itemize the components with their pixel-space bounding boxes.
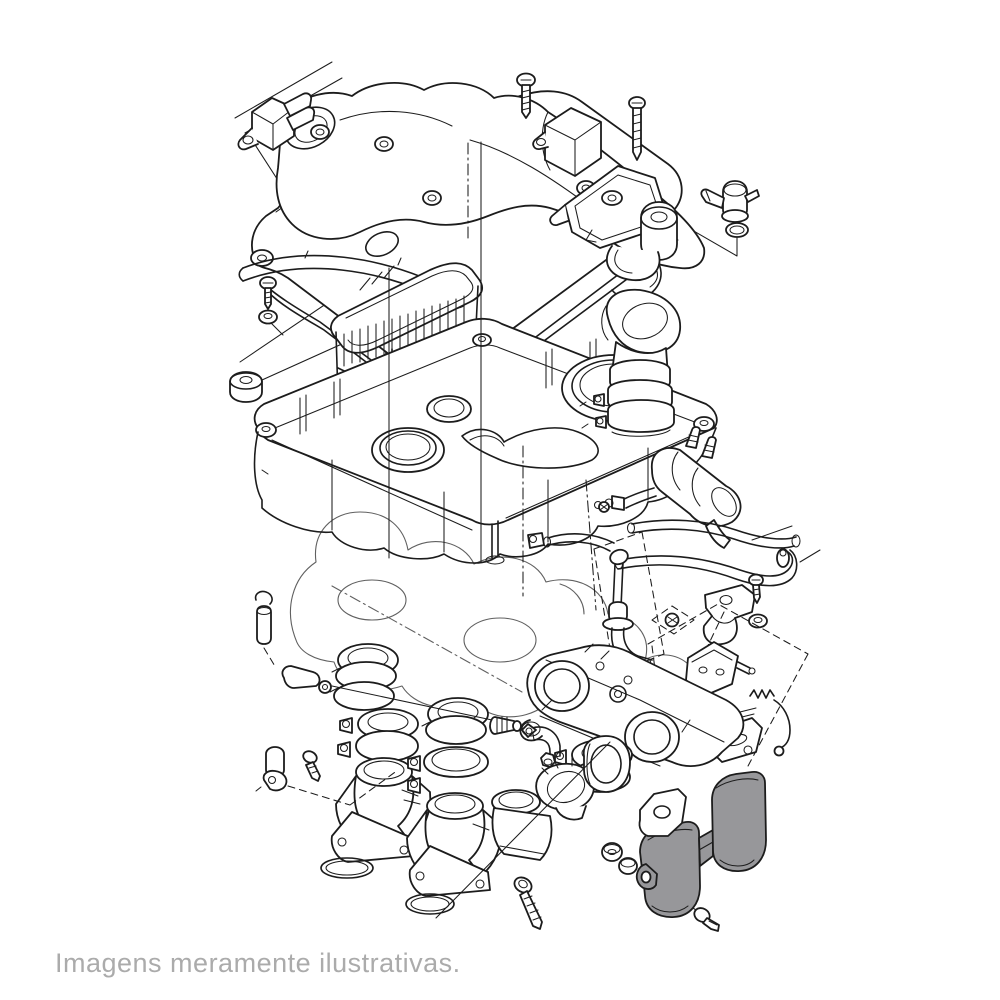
heat-shield	[601, 770, 767, 932]
screw-washer-left	[258, 276, 278, 325]
airbox-case	[253, 317, 718, 565]
long-bolt	[513, 876, 543, 930]
grommet-left	[229, 371, 263, 403]
breather-valve	[700, 180, 760, 238]
carburetor-assembly	[519, 643, 745, 767]
top-left-mount	[237, 92, 316, 151]
small-parts-left	[254, 590, 493, 806]
caption: Imagens meramente ilustrativas.	[55, 948, 461, 978]
mount-damper	[532, 107, 602, 177]
leader-lines-front	[388, 141, 611, 919]
bracket-stay	[549, 165, 678, 281]
screw-top-a	[516, 72, 536, 119]
screw-top-b	[628, 96, 646, 161]
funnel-parts	[489, 716, 631, 821]
snorkel-duct	[579, 288, 681, 437]
